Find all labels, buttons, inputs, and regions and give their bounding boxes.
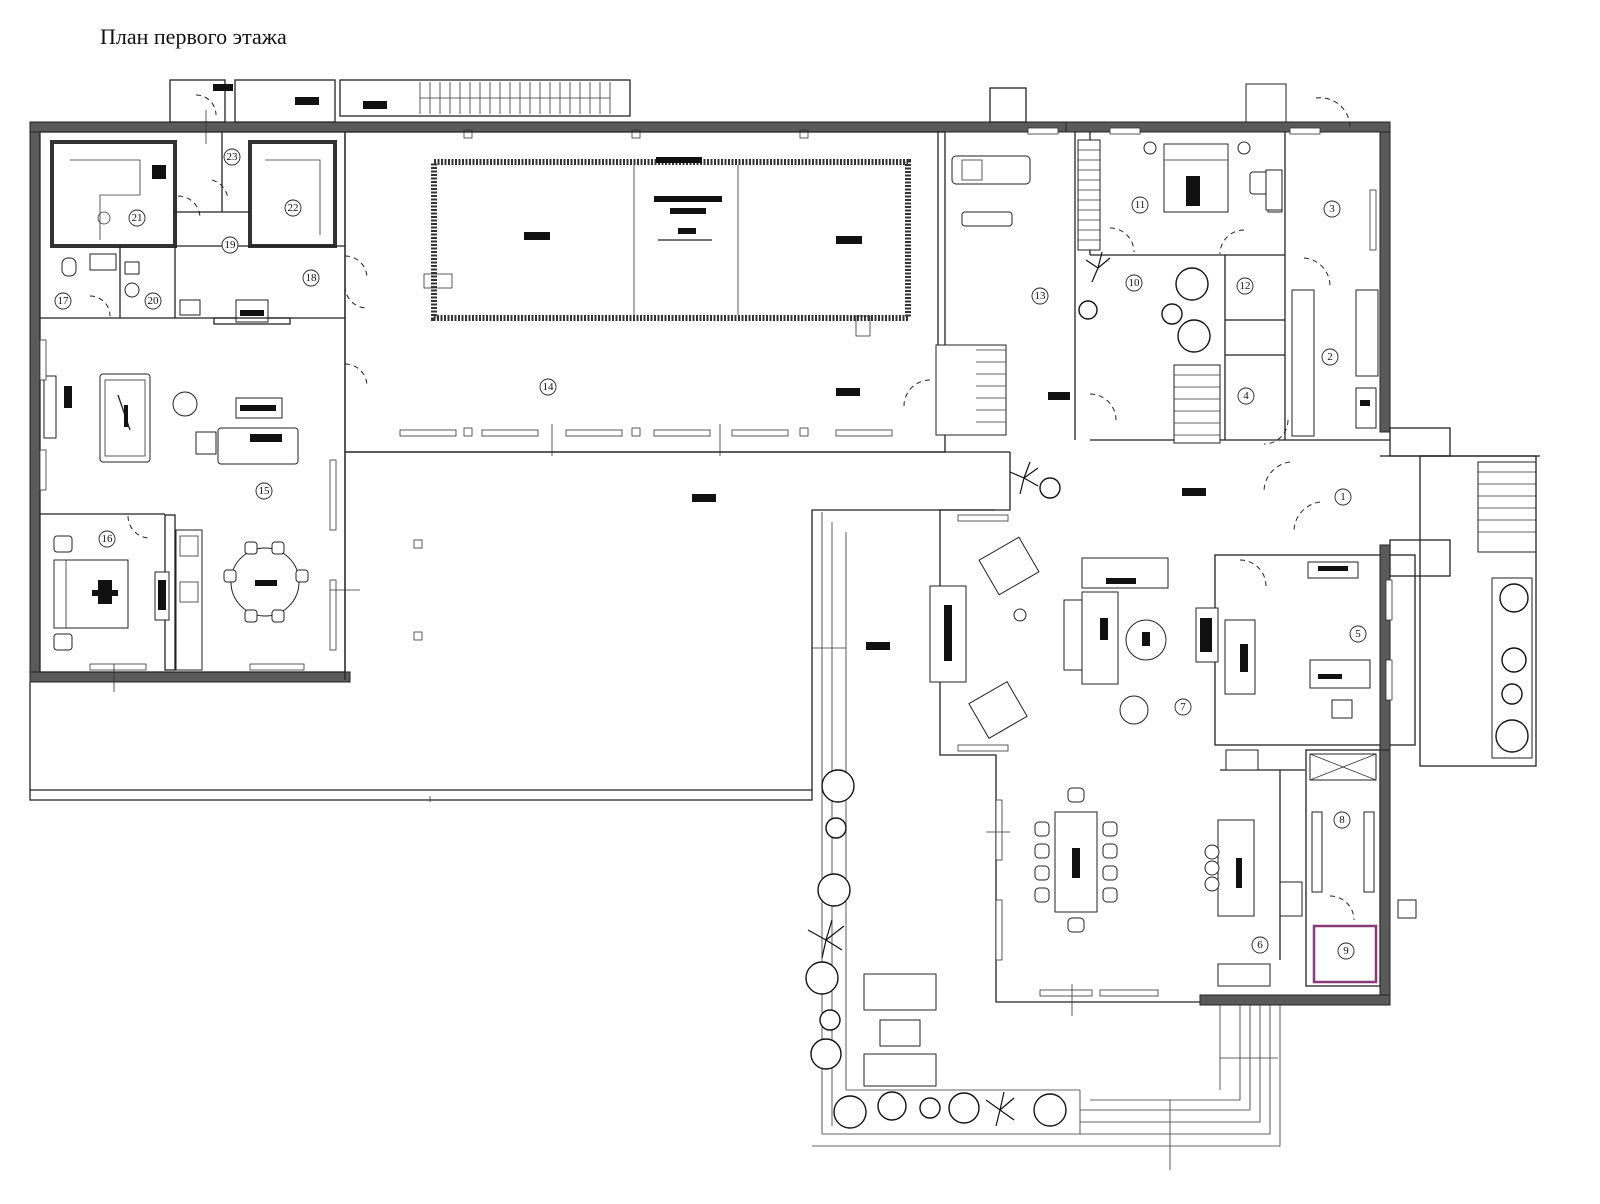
top-terrace	[169, 79, 1027, 123]
room-number-19: 19	[221, 236, 239, 254]
pool	[423, 157, 911, 396]
bathroom-17-20	[61, 253, 201, 316]
svg-text:18: 18	[306, 272, 318, 284]
svg-text:2: 2	[1327, 351, 1333, 363]
east-block-walls	[1065, 83, 1391, 441]
fireplace	[213, 299, 291, 325]
bedroom-11	[1143, 141, 1283, 213]
room-number-17: 17	[54, 292, 72, 310]
room-number-10: 10	[1125, 274, 1143, 292]
dining-kitchen-6	[1034, 749, 1305, 987]
room-number-4: 4	[1237, 387, 1255, 405]
room-number-12: 12	[1236, 277, 1254, 295]
room-number-1: 1	[1334, 488, 1352, 506]
columns	[413, 129, 809, 641]
svg-text:6: 6	[1257, 939, 1263, 951]
billiard-area	[43, 373, 299, 465]
room-number-23: 23	[223, 148, 241, 166]
room-5-block	[1214, 544, 1416, 756]
svg-text:23: 23	[227, 151, 239, 163]
doors	[89, 94, 1355, 921]
room-number-22: 22	[284, 199, 302, 217]
entrance-hall	[1265, 169, 1540, 767]
svg-text:19: 19	[225, 239, 237, 251]
room-number-3: 3	[1323, 200, 1341, 218]
room-number-15: 15	[255, 482, 273, 500]
room-number-7: 7	[1174, 698, 1192, 716]
svg-text:17: 17	[58, 295, 70, 307]
room-number-20: 20	[144, 292, 162, 310]
svg-text:14: 14	[543, 381, 555, 393]
room-number-2: 2	[1321, 348, 1339, 366]
room-number-8: 8	[1333, 811, 1351, 829]
svg-text:9: 9	[1343, 945, 1349, 957]
svg-text:12: 12	[1240, 280, 1251, 292]
svg-text:8: 8	[1339, 814, 1345, 826]
storage-8-sauna-9	[1199, 749, 1417, 1006]
svg-text:21: 21	[132, 212, 143, 224]
room-number-9: 9	[1337, 942, 1355, 960]
plants	[805, 251, 1529, 1129]
room-number-21: 21	[128, 209, 146, 227]
svg-text:10: 10	[1129, 277, 1141, 289]
room-markers: 1 2 3 4 5 6 7 8 9 10 11 12 13 14 15 16 1…	[54, 148, 1367, 960]
room-number-18: 18	[302, 269, 320, 287]
room-number-11: 11	[1131, 196, 1149, 214]
room-number-14: 14	[539, 378, 557, 396]
direction-arrows	[113, 110, 1278, 1170]
room-number-13: 13	[1031, 287, 1049, 305]
room-number-16: 16	[98, 530, 116, 548]
svg-text:1: 1	[1340, 491, 1346, 503]
room-number-6: 6	[1251, 936, 1269, 954]
sauna-block	[40, 132, 345, 319]
svg-text:3: 3	[1329, 203, 1335, 215]
living-room-7	[866, 452, 1219, 1003]
gym-area	[935, 132, 1076, 440]
room-number-5: 5	[1349, 625, 1367, 643]
central-stair	[692, 364, 1221, 502]
east-windows	[957, 127, 1393, 997]
west-windows	[39, 339, 893, 671]
svg-text:22: 22	[288, 202, 299, 214]
svg-text:4: 4	[1243, 390, 1249, 402]
svg-text:7: 7	[1180, 701, 1186, 713]
svg-text:11: 11	[1135, 199, 1146, 211]
bedroom-16	[40, 513, 165, 651]
plan-title: План первого этажа	[100, 24, 287, 49]
svg-text:15: 15	[259, 485, 271, 497]
svg-text:13: 13	[1035, 290, 1047, 302]
svg-text:5: 5	[1355, 628, 1361, 640]
svg-text:20: 20	[148, 295, 160, 307]
west-kitchen	[154, 514, 309, 671]
svg-text:16: 16	[102, 533, 114, 545]
